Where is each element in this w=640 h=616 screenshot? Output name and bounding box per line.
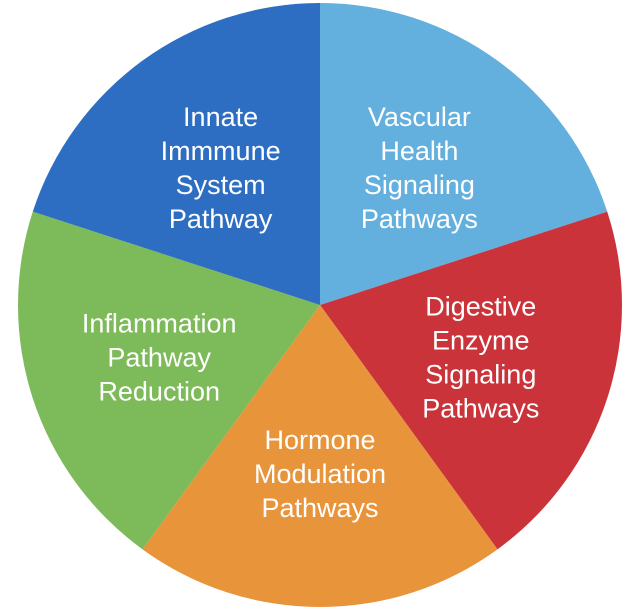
pie-slice-digestive-enzyme-signaling-pathways	[320, 211, 622, 550]
pie-label-line: Signaling	[364, 170, 475, 200]
pie-label-line: Pathways	[361, 204, 478, 234]
pie-label-line: Vascular	[368, 102, 471, 132]
pie-slice-hormone-modulation-pathways	[142, 305, 498, 607]
pie-label-line: Pathway	[107, 342, 211, 372]
pie-label-line: Innate	[183, 102, 258, 132]
pie-slices	[18, 3, 622, 607]
pie-label-line: Inflammation	[82, 308, 237, 338]
pie-label-line: Hormone	[264, 425, 375, 455]
pie-label-line: Pathway	[169, 204, 273, 234]
pie-label-line: Modulation	[254, 459, 386, 489]
pie-slice-inflammation-pathway-reduction	[18, 211, 320, 550]
pie-label-line: Enzyme	[432, 325, 530, 355]
pie-label-line: Signaling	[425, 359, 536, 389]
pie-label-line: Immmune	[161, 136, 281, 166]
pie-label-line: Digestive	[425, 291, 536, 321]
pie-label-line: Health	[380, 136, 458, 166]
pie-label-line: Pathways	[261, 493, 378, 523]
pie-slice-vascular-health-signaling-pathways	[320, 3, 608, 305]
pie-label-line: System	[176, 170, 266, 200]
pie-label-line: Reduction	[98, 376, 220, 406]
pie-slice-innate-immmune-system-pathway	[32, 3, 320, 305]
pie-label-line: Pathways	[422, 393, 539, 423]
